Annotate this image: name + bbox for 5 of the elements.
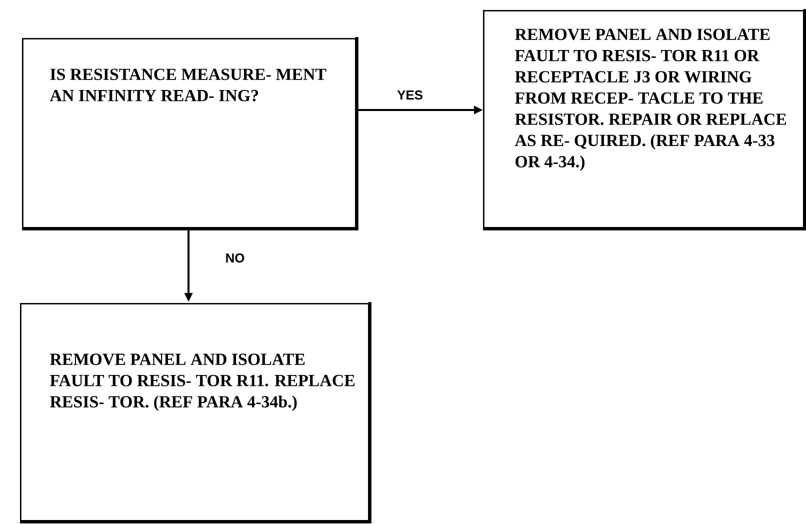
decision-box: IS RESISTANCE MEASURE- MENT AN INFINITY READ- ING? — [22, 37, 358, 230]
edge-label: NO — [224, 252, 246, 264]
process-box: REMOVE PANEL AND ISOLATE FAULT TO RESIS- TOR R11. REPLACE RESIS- TOR. (REF PARA 4-34b.) — [20, 302, 372, 524]
edge-label: YES — [396, 89, 424, 101]
process-box: REMOVE PANEL AND ISOLATE FAULT TO RESIS- TOR R11 OR RECEPTACLE J3 OR WIRING FROM RECEP- TACLE TO THE RESISTOR. REPAIR OR REPLACE AS RE- QUIRED. (REF PARA 4-33 OR 4-34.) — [483, 9, 806, 230]
